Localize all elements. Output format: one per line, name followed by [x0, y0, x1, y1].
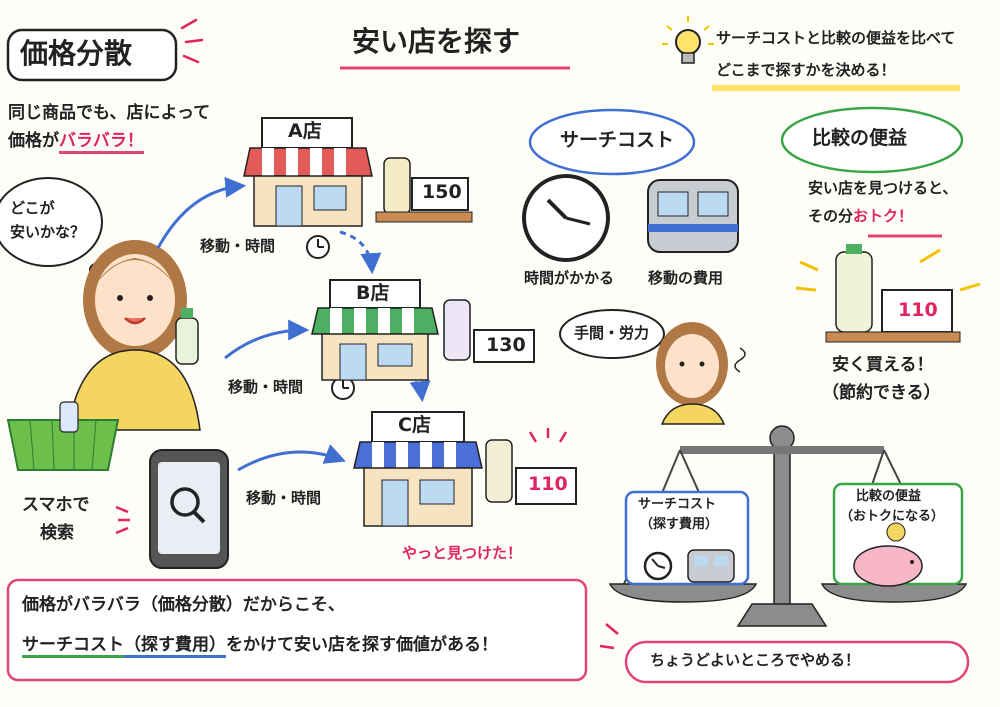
- shopper-woman-illustration: [67, 240, 201, 431]
- thought-line2: 安いかな？: [10, 223, 86, 241]
- tip-line2: どこまで探すかを決める！: [716, 61, 896, 79]
- wall-clock-icon: [522, 174, 610, 262]
- effort-speech-bubble: [559, 309, 665, 359]
- move-label-b: 移動・時間: [228, 378, 304, 396]
- search-cost-heading: サーチコスト: [560, 129, 675, 151]
- effort-cost-label: 手間・労力: [574, 324, 650, 342]
- sparkle-icon: [180, 18, 204, 64]
- store-b-illustration: [311, 279, 535, 381]
- benefit-desc-line2: その分おトク！: [808, 207, 914, 225]
- benefit-result-line1: 安く買える！: [832, 355, 934, 375]
- sparkle-icon: [115, 505, 130, 535]
- scale-right-line2: （おトクになる）: [840, 509, 945, 524]
- benefit-desc-line1: 安い店を見つけると、: [808, 179, 958, 197]
- clock-icon: [331, 376, 355, 400]
- emphasis-text: おトク！: [853, 207, 914, 225]
- clock-icons: [306, 235, 355, 400]
- clock-icon: [306, 235, 330, 259]
- move-label-a: 移動・時間: [200, 237, 276, 255]
- search-cost-cloud: [528, 108, 696, 176]
- store-a-price: 150: [422, 181, 462, 203]
- move-label-c: 移動・時間: [246, 489, 322, 507]
- store-c-price: 110: [528, 473, 568, 495]
- shopping-basket-illustration: [6, 401, 120, 471]
- scale-left-line1: サーチコスト: [638, 497, 717, 512]
- stop-label: ちょうどよいところでやめる！: [650, 651, 861, 669]
- found-label: やっと見つけた！: [402, 544, 523, 562]
- small-train-icon: [687, 549, 735, 583]
- scale-right-line1: 比較の便益: [856, 489, 922, 504]
- benefit-cloud: [780, 106, 964, 174]
- benefit-product-illustration: [795, 244, 981, 343]
- scale-left-line2: （探す費用）: [640, 517, 719, 532]
- store-b-price: 130: [486, 334, 526, 356]
- store-a-illustration: [243, 117, 473, 227]
- thought-line1: どこが: [10, 199, 55, 217]
- train-icon: [647, 179, 739, 253]
- summary-line2: サーチコスト（探す費用）をかけて安い店を探す価値がある！: [22, 635, 498, 658]
- concept-description-line1: 同じ商品でも、店によって: [8, 103, 211, 123]
- concept-description-line2: 価格がバラバラ！: [8, 131, 144, 154]
- travel-cost-label: 移動の費用: [648, 269, 724, 287]
- time-cost-label: 時間がかかる: [524, 269, 615, 287]
- phone-label-line1: スマホで: [22, 495, 90, 515]
- piggy-bank-icon: [853, 522, 923, 587]
- benefit-result-line2: （節約できる）: [822, 383, 941, 403]
- small-clock-icon: [643, 551, 673, 581]
- concept-heading-box: [6, 28, 178, 82]
- store-c-illustration: [353, 411, 577, 527]
- tip-line1: サーチコストと比較の便益を比べて: [716, 29, 956, 47]
- stop-speech-bubble: [599, 623, 970, 684]
- benefit-price: 110: [898, 299, 938, 321]
- emphasis-text: バラバラ！: [59, 131, 144, 154]
- store-c-name: C店: [398, 414, 431, 436]
- store-a-name: A店: [288, 120, 322, 142]
- store-b-name: B店: [356, 282, 390, 304]
- smartphone-icon: [149, 449, 229, 569]
- summary-line1: 価格がバラバラ（価格分散）だからこそ、: [22, 595, 345, 615]
- phone-label-line2: 検索: [40, 523, 74, 543]
- worried-woman-illustration: [656, 322, 746, 425]
- summary-box: [6, 578, 588, 682]
- lightbulb-icon: [662, 16, 714, 64]
- benefit-heading: 比較の便益: [812, 127, 908, 149]
- concept-heading: 価格分散: [20, 37, 133, 70]
- page-title: 安い店を探す: [352, 25, 521, 58]
